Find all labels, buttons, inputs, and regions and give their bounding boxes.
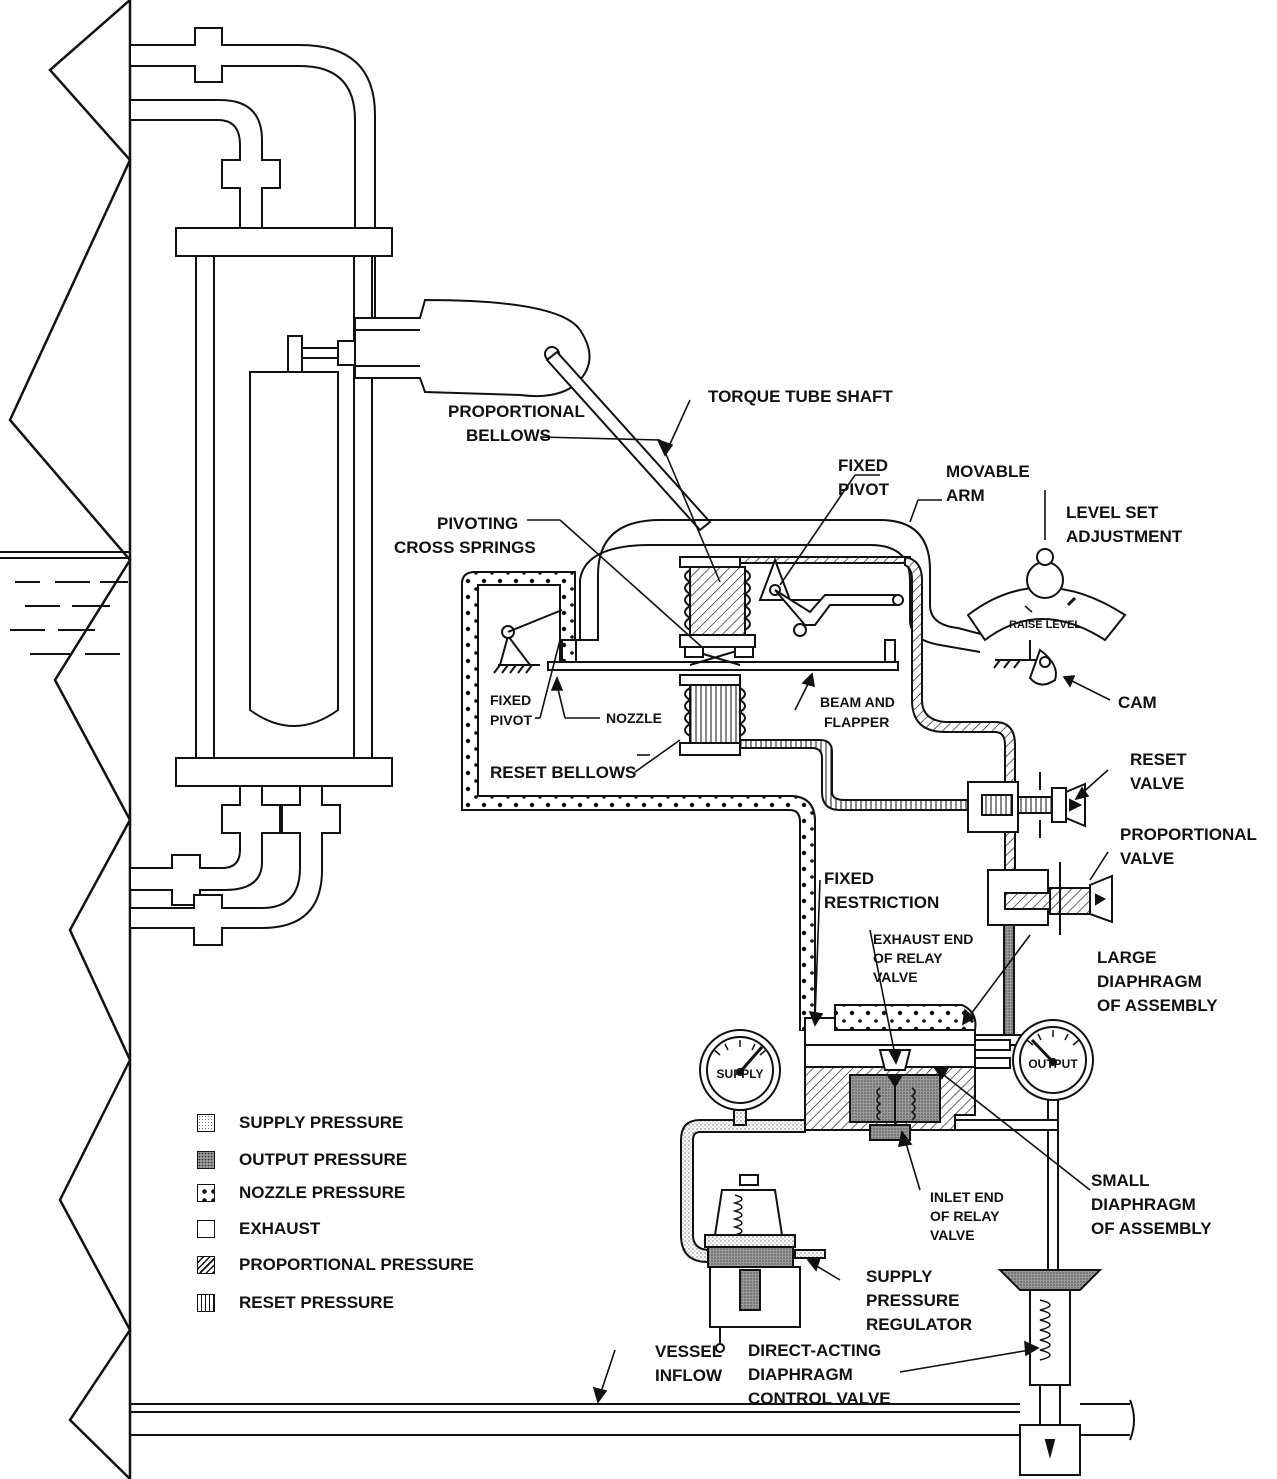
label-large-diaphragm-3: OF ASSEMBLY [1097, 996, 1218, 1015]
legend-swatch-nozzle [197, 1184, 215, 1202]
displacer-cage [129, 27, 591, 946]
fixed-pivot-left [493, 609, 563, 674]
reset-valve [967, 772, 1086, 838]
legend-item-reset-pressure: RESET PRESSURE [197, 1292, 394, 1314]
label-small-diaphragm-2: DIAPHRAGM [1091, 1195, 1196, 1214]
label-pivoting-2: CROSS SPRINGS [394, 538, 536, 557]
label-proportional-bellows-2: BELLOWS [466, 426, 551, 445]
label-fixed-pivot-left-1: FIXED [490, 692, 532, 708]
label-control-valve-3: CONTROL VALVE [748, 1389, 891, 1408]
legend-label: PROPORTIONAL PRESSURE [239, 1255, 474, 1274]
label-inlet-end-2: OF RELAY [930, 1208, 1000, 1224]
label-supply-regulator-1: SUPPLY [866, 1267, 933, 1286]
control-valve [997, 1269, 1103, 1476]
legend-item-exhaust: EXHAUST [197, 1218, 320, 1240]
legend-item-proportional-pressure: PROPORTIONAL PRESSURE [197, 1254, 474, 1276]
label-fixed-restriction-1: FIXED [824, 869, 875, 888]
legend-swatch-output [197, 1151, 215, 1169]
leader-lines [527, 399, 1111, 1404]
label-control-valve-1: DIRECT-ACTING [748, 1341, 882, 1360]
label-beam-1: BEAM AND [820, 694, 895, 710]
beam-and-flapper [547, 639, 899, 671]
label-fixed-pivot-left-2: PIVOT [490, 712, 533, 728]
label-control-valve-2: DIAPHRAGM [748, 1365, 853, 1384]
label-fixed-restriction-2: RESTRICTION [824, 893, 940, 912]
legend-label: OUTPUT PRESSURE [239, 1150, 408, 1169]
nozzle [561, 639, 577, 663]
label-level-set-1: LEVEL SET [1066, 503, 1159, 522]
label-vessel-inflow-2: INFLOW [655, 1366, 723, 1385]
label-cam: CAM [1118, 693, 1157, 712]
pivoting-cross-springs [684, 646, 754, 666]
label-nozzle: NOZZLE [606, 710, 662, 726]
label-reset-valve-1: RESET [1130, 750, 1187, 769]
legend-label: NOZZLE PRESSURE [239, 1183, 406, 1202]
legend-swatch-supply [197, 1114, 215, 1132]
legend-swatch-proportional [197, 1256, 215, 1274]
label-fixed-pivot-top-1: FIXED [838, 456, 889, 475]
label-torque-tube-shaft: TORQUE TUBE SHAFT [708, 387, 893, 406]
legend-swatch-reset [197, 1294, 215, 1312]
label-large-diaphragm-1: LARGE [1097, 948, 1157, 967]
label-proportional-bellows-1: PROPORTIONAL [448, 402, 585, 421]
legend-item-supply-pressure: SUPPLY PRESSURE [197, 1112, 403, 1134]
label-supply-regulator-3: REGULATOR [866, 1315, 973, 1334]
legend-swatch-exhaust [197, 1220, 215, 1238]
label-inlet-end-1: INLET END [930, 1189, 1004, 1205]
label-exhaust-end-2: OF RELAY [873, 950, 943, 966]
label-supply-regulator-2: PRESSURE [866, 1291, 960, 1310]
gauge-supply-label: SUPPLY [717, 1067, 764, 1081]
label-movable-arm-1: MOVABLE [946, 462, 1030, 481]
label-large-diaphragm-2: DIAPHRAGM [1097, 972, 1202, 991]
legend-label: SUPPLY PRESSURE [239, 1113, 404, 1132]
gauge-output-label: OUTPUT [1028, 1057, 1078, 1071]
label-proportional-valve-2: VALVE [1120, 849, 1175, 868]
label-level-set-2: ADJUSTMENT [1066, 527, 1183, 546]
proportional-bellows [679, 556, 911, 648]
supply-pressure-regulator [704, 1174, 826, 1353]
label-reset-bellows: RESET BELLOWS [490, 763, 637, 782]
label-inlet-end-3: VALVE [930, 1227, 975, 1243]
legend-label: EXHAUST [239, 1219, 321, 1238]
legend-item-output-pressure: OUTPUT PRESSURE [197, 1149, 407, 1171]
proportional-valve [987, 862, 1113, 935]
label-reset-valve-2: VALVE [1130, 774, 1185, 793]
label-small-diaphragm-1: SMALL [1091, 1171, 1150, 1190]
label-exhaust-end-1: EXHAUST END [873, 931, 974, 947]
label-beam-2: FLAPPER [824, 714, 890, 730]
label-vessel-inflow-1: VESSEL [655, 1342, 723, 1361]
dial-raise-level-label: RAISE LEVEL [1009, 619, 1081, 631]
legend-item-nozzle-pressure: NOZZLE PRESSURE [197, 1182, 405, 1204]
label-small-diaphragm-3: OF ASSEMBLY [1091, 1219, 1212, 1238]
label-pivoting-1: PIVOTING [437, 514, 519, 533]
level-set-dial [966, 548, 1127, 686]
fixed-pivot-top [758, 557, 904, 637]
label-fixed-pivot-top-2: PIVOT [838, 480, 890, 499]
vessel-inflow-pipe [130, 1399, 1135, 1441]
output-gauge [1012, 1019, 1094, 1101]
torque-tube-shaft [545, 350, 712, 532]
supply-gauge [699, 1029, 781, 1126]
label-exhaust-end-3: VALVE [873, 969, 918, 985]
label-proportional-valve-1: PROPORTIONAL [1120, 825, 1257, 844]
nozzle-pressure-line [460, 571, 816, 1031]
label-movable-arm-2: ARM [946, 486, 985, 505]
legend-label: RESET PRESSURE [239, 1293, 394, 1312]
vessel-break-line [8, 0, 132, 1479]
